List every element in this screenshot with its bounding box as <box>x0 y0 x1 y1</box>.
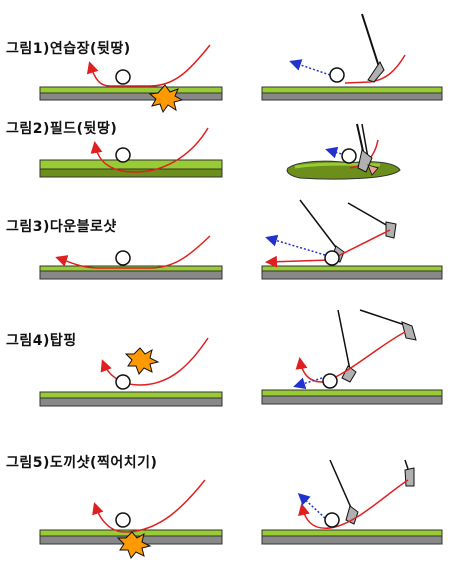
swing-path <box>90 127 209 173</box>
club-shaft-downswing <box>299 199 339 251</box>
panel-2-right <box>286 123 401 180</box>
club-shaft-motion <box>361 123 369 159</box>
grass-strip <box>261 265 443 272</box>
panel-3-label: 그림3)다운블로샷 <box>6 219 117 235</box>
ground-strip <box>261 395 443 405</box>
ball-flight-arrow <box>289 59 331 76</box>
impact-burst-icon <box>124 347 160 375</box>
club-shaft <box>361 13 381 71</box>
golf-ball <box>115 374 131 390</box>
golf-ball <box>115 250 131 266</box>
ground-strip <box>39 270 223 280</box>
ground-strip <box>261 92 443 101</box>
golf-ball <box>115 147 131 163</box>
club-head-highlight <box>367 164 379 176</box>
golf-ball <box>322 373 338 389</box>
ground-strip <box>261 535 443 545</box>
club-shaft-downswing <box>329 459 353 511</box>
impact-burst-icon <box>116 531 152 559</box>
club-head-backswing <box>385 221 397 239</box>
ball-flight-arrow <box>265 234 326 256</box>
swing-path <box>92 479 206 533</box>
panel-3-left <box>39 235 223 280</box>
grass-strip <box>261 86 443 94</box>
golf-ball <box>324 250 340 266</box>
club-shaft-backswing <box>347 202 389 227</box>
grass-strip <box>39 159 223 170</box>
panel-4-label: 그림4)탑핑 <box>6 333 77 349</box>
swing-path <box>100 337 209 386</box>
impact-burst-icon <box>148 84 184 114</box>
golf-ball <box>115 69 131 85</box>
ball-flight-arrow <box>293 377 323 390</box>
club-head <box>357 149 373 173</box>
panel-1-left <box>39 44 223 114</box>
ground-strip <box>39 92 223 101</box>
panel-5-right <box>261 459 443 545</box>
panel-5-label: 그림5)도끼샷(찍어치기) <box>6 455 158 471</box>
turf-strip <box>39 168 223 178</box>
panel-2-label: 그림2)필드(뒷땅) <box>6 121 118 137</box>
swing-path <box>295 331 406 383</box>
club-head-backswing <box>404 467 415 487</box>
divot-grass <box>294 162 381 169</box>
club-shaft-backswing <box>359 309 406 326</box>
club-head-backswing <box>401 321 417 341</box>
golf-ball <box>324 512 340 528</box>
club-head-downswing <box>345 505 359 525</box>
ball-flight-arrow <box>297 492 326 519</box>
golf-ball <box>341 148 357 164</box>
panel-5-left <box>39 479 223 559</box>
golf-ball <box>329 67 345 83</box>
grass-strip <box>261 529 443 537</box>
panel-3-right <box>261 199 443 280</box>
swing-path <box>86 44 211 87</box>
ball-flight-arrow <box>325 146 346 159</box>
ground-strip <box>261 270 443 280</box>
swing-path <box>298 479 409 529</box>
panel-4-left <box>39 337 223 407</box>
swing-path <box>344 54 406 84</box>
swing-path <box>55 235 211 269</box>
panel-1-label: 그림1)연습장(뒷땅) <box>6 41 131 57</box>
panel-4-right <box>261 309 443 405</box>
panel-1-right <box>261 13 443 101</box>
panel-2-left <box>39 127 223 178</box>
club-head-downswing <box>341 365 357 383</box>
grass-strip <box>39 86 223 94</box>
grass-strip <box>39 391 223 399</box>
club-shaft-downswing <box>337 309 351 371</box>
club-head <box>367 61 385 83</box>
grass-strip <box>261 389 443 397</box>
golf-ball <box>115 512 131 528</box>
ground-strip <box>39 397 223 407</box>
